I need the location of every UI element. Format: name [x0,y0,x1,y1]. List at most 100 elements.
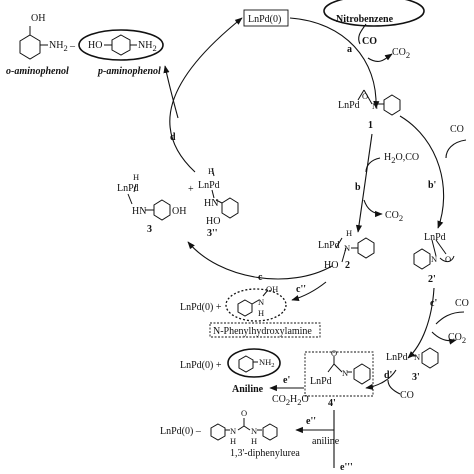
intermediate-3-label: 3 [147,224,152,235]
arrow-catalyst-to-1 [289,17,380,109]
diphenylurea-structure [210,418,278,441]
step-a-label: a [347,44,352,55]
step-e-prime-label: e' [283,375,290,386]
intermediate-4-prime-n: N [342,368,348,378]
arrow-c-prime-co2-out [431,331,457,345]
step-e-double-prime-label: e'' [306,416,316,427]
intermediate-3-hn: HN [132,206,146,217]
intermediate-2-prime-structure [413,239,455,270]
urea-o: O [241,408,247,418]
arrow-b-prime-co-in [445,139,467,159]
intermediate-2-prime-n: N [431,254,437,264]
hydroxylamine-n: N [258,297,264,307]
o-aminophenol-label: o-aminophenol [6,66,69,77]
intermediate-2-n: N [344,243,350,253]
step-e-double-prime-reagent: aniline [312,436,340,447]
intermediate-3pp-ho: HO [206,216,220,227]
step-b-label: b [355,182,361,193]
hydroxylamine-oh: OH [266,284,278,294]
step-b-reagent: H2O,CO [384,152,419,165]
step-a-co2-out: CO2 [392,47,410,60]
arrow-nitrobenzene-in [358,23,367,45]
arrow-c [187,241,333,280]
step-c-prime-label: c' [430,298,437,309]
step-e-prime-co2: CO2 [272,394,290,407]
step-d-prime-co-in: CO [400,390,414,401]
intermediate-3-prime-n: N [414,352,420,362]
p-aminophenol-nh2: NH2 [138,40,157,53]
intermediate-1-o: O [362,91,368,101]
arrow-b-reagent [365,157,381,173]
arrow-b-co2-out [363,199,383,218]
arrow-b-prime [399,115,445,229]
aniline-label: Aniline [232,384,264,395]
intermediate-2-ho: HO [324,260,338,271]
p-aminophenol-structure [104,34,137,56]
plus-sign: + [188,184,194,195]
p-aminophenol-ho: HO [88,40,102,51]
o-aminophenol-structure [19,26,48,60]
intermediate-4-prime-o: O [331,348,337,358]
step-d-label: d [170,132,176,143]
intermediate-4-prime-structure [327,356,371,385]
intermediate-2-prime-o: O [445,254,451,264]
arrow-c-prime-co-in [435,311,465,325]
arrow-c-prime [407,287,435,359]
intermediate-3pp-structure [211,167,239,219]
intermediate-3pp-hn: HN [204,198,218,209]
hydroxylamine-lhs: LnPd(0) + [180,302,222,313]
intermediate-3-prime-pd: LnPd [386,352,408,363]
step-c-label: c [258,272,263,283]
intermediate-4-prime-pd: LnPd [310,376,332,387]
urea-n2: N [251,426,257,436]
aniline-oval [227,348,281,378]
intermediate-3-structure [127,183,171,221]
arrow-c-double-prime [291,281,327,302]
hydroxylamine-structure [237,289,269,317]
intermediate-3-oh: OH [172,206,186,217]
intermediate-3pp-pd: LnPd [198,180,220,191]
intermediate-3pp-h: H [208,166,214,176]
p-aminophenol-oval [78,29,164,61]
step-c-prime-co-in: CO [455,298,469,309]
step-e-triple-prime-label: e''' [340,462,353,473]
intermediate-1-n: N [372,101,378,111]
intermediate-3-pd: LnPd [117,183,139,194]
diphenylurea-label: 1,3'-diphenylurea [230,448,300,459]
hydroxylamine-h: H [258,308,264,318]
intermediate-4-prime-label: 4' [328,398,336,409]
product-separator: – [69,41,76,52]
hydroxylamine-oval [225,288,287,322]
intermediate-3-prime-label: 3' [412,372,420,383]
arrow-a-co2-out [367,53,393,62]
catalyst-box [243,9,289,27]
step-b-co2-out: CO2 [385,210,403,223]
step-d-prime-label: d' [384,370,393,381]
intermediate-1-pd: LnPd [338,100,360,111]
intermediate-3-prime-structure [410,347,439,369]
step-e-prime-h2o: H2O [290,394,309,407]
urea-lhs: LnPd(0) – [160,426,202,437]
step-b-prime-co-in: CO [450,124,464,135]
arrow-d-prime-co-in [387,379,401,395]
arrow-b [355,133,373,233]
intermediate-2-label: 2 [345,260,350,271]
step-b-prime-label: b' [428,180,437,191]
intermediate-3-h: H [133,172,139,182]
intermediate-3pp-label: 3'' [207,228,218,239]
intermediate-1-structure [357,89,401,116]
step-c-double-prime-label: c'' [296,284,306,295]
step-a-co-in: CO [362,36,377,47]
nitrobenzene-oval [323,0,425,27]
nitrobenzene-label: Nitrobenzene [336,14,394,25]
o-aminophenol-oh: OH [31,13,45,24]
p-aminophenol-label: p-aminophenol [97,66,161,77]
intermediate-2-prime-label: 2' [428,274,436,285]
arrow-d-prime [365,369,397,390]
arrow-d [169,17,243,173]
arrow-d-branch [163,65,179,119]
aniline-nh2: NH2 [259,357,275,369]
intermediate-2-structure [335,237,375,263]
aniline-structure [238,355,258,373]
